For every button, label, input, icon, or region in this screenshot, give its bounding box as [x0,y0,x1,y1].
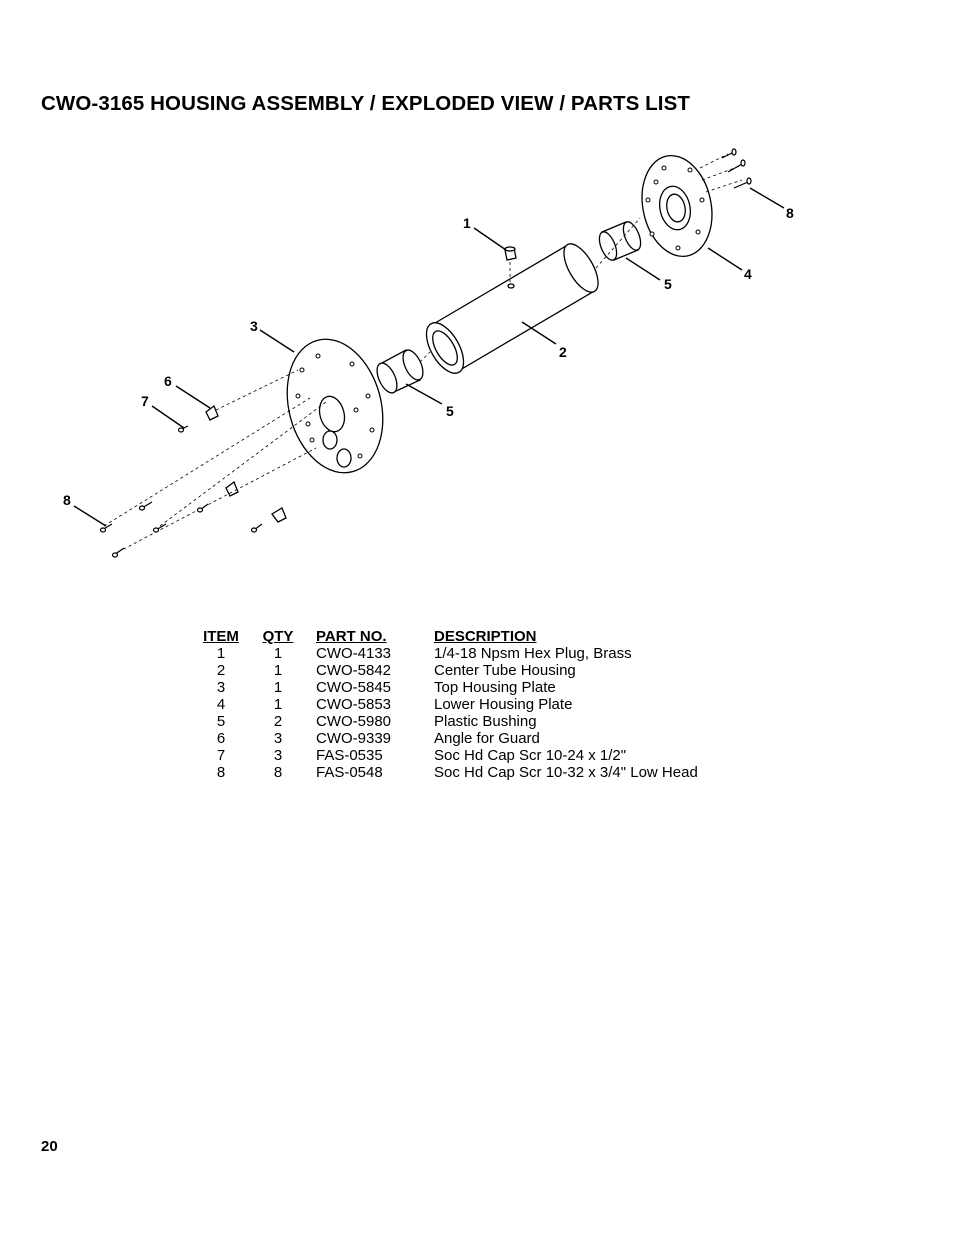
callout-5-lower: 5 [446,403,454,419]
hex-plug [504,246,517,261]
leader-lines [73,187,785,527]
table-row: 8 8 FAS-0548 Soc Hd Cap Scr 10-32 x 3/4"… [190,764,754,781]
part-no-cell: CWO-5845 [316,679,392,696]
qty-cell: 3 [273,747,283,764]
description-cell: Center Tube Housing [434,662,576,679]
table-row: 5 2 CWO-5980 Plastic Bushing [190,713,754,730]
page-number: 20 [41,1138,58,1155]
part-no-cell: CWO-5980 [316,713,392,730]
description-cell: 1/4-18 Npsm Hex Plug, Brass [434,645,632,662]
item-cell: 8 [216,764,226,781]
assembly-lines [103,153,743,553]
col-header-description: DESCRIPTION [434,628,537,645]
item-cell: 5 [216,713,226,730]
qty-cell: 1 [273,645,283,662]
description-cell: Top Housing Plate [434,679,556,696]
center-tube-housing [425,243,599,374]
exploded-view-diagram: 1 2 3 4 5 5 6 7 8 8 [63,148,794,558]
callout-3: 3 [250,318,258,334]
parts-list-table: ITEM QTY PART NO. DESCRIPTION 1 1 CWO-41… [190,628,754,781]
callout-8-left: 8 [63,492,71,508]
part-no-cell: CWO-4133 [316,645,392,662]
qty-cell: 1 [273,679,283,696]
lower-housing-plate [641,154,713,258]
item-cell: 1 [216,645,226,662]
part-no-cell: CWO-5853 [316,696,392,713]
description-cell: Soc Hd Cap Scr 10-24 x 1/2" [434,747,627,764]
description-cell: Lower Housing Plate [434,696,573,713]
callout-1: 1 [463,215,471,231]
part-no-cell: FAS-0548 [316,764,383,781]
table-row: 3 1 CWO-5845 Top Housing Plate [190,679,754,696]
description-cell: Angle for Guard [434,730,540,747]
item-cell: 6 [216,730,226,747]
qty-cell: 8 [273,764,283,781]
plastic-bushing-lower [376,349,424,394]
angle-for-guard [205,404,287,523]
item-cell: 7 [216,747,226,764]
part-no-cell: CWO-5842 [316,662,392,679]
part-no-cell: FAS-0535 [316,747,383,764]
page-title: CWO-3165 HOUSING ASSEMBLY / EXPLODED VIE… [41,92,690,115]
table-row: 7 3 FAS-0535 Soc Hd Cap Scr 10-24 x 1/2" [190,747,754,764]
col-header-part-no: PART NO. [316,628,387,645]
callout-4: 4 [744,266,752,282]
part-no-cell: CWO-9339 [316,730,392,747]
description-cell: Plastic Bushing [434,713,537,730]
col-header-qty: QTY [262,628,294,645]
table-row: 6 3 CWO-9339 Angle for Guard [190,730,754,747]
qty-cell: 2 [273,713,283,730]
item-cell: 3 [216,679,226,696]
callout-numbers: 1 2 3 4 5 5 6 7 8 8 [63,205,794,508]
qty-cell: 3 [273,730,283,747]
col-header-item: ITEM [203,628,239,645]
callout-8-right: 8 [786,205,794,221]
item-cell: 2 [216,662,226,679]
table-row: 1 1 CWO-4133 1/4-18 Npsm Hex Plug, Brass [190,645,754,662]
table-row: 4 1 CWO-5853 Lower Housing Plate [190,696,754,713]
callout-7: 7 [141,393,149,409]
callout-5-upper: 5 [664,276,672,292]
qty-cell: 1 [273,696,283,713]
item-cell: 4 [216,696,226,713]
callout-2: 2 [559,344,567,360]
callout-6: 6 [164,373,172,389]
top-housing-plate [286,338,384,474]
table-row: 2 1 CWO-5842 Center Tube Housing [190,662,754,679]
qty-cell: 1 [273,662,283,679]
description-cell: Soc Hd Cap Scr 10-32 x 3/4" Low Head [434,764,698,781]
table-header-row: ITEM QTY PART NO. DESCRIPTION [190,628,754,645]
